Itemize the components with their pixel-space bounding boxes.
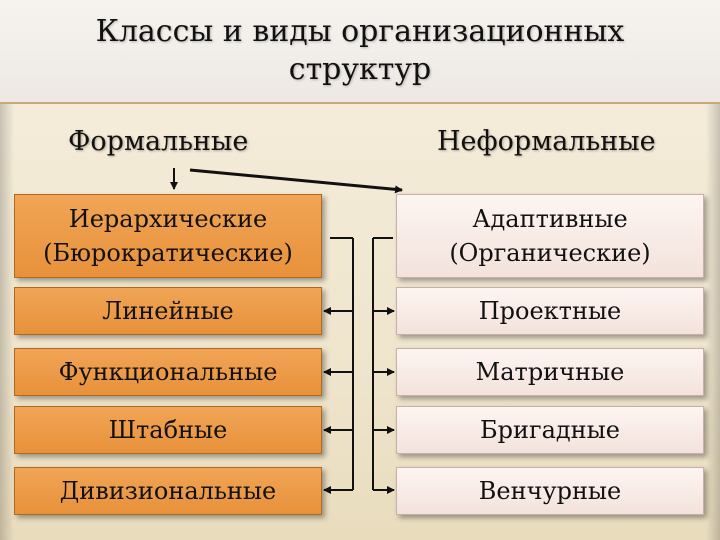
informal-box-matrix: Матричные	[396, 348, 704, 396]
formal-box-divisional: Дивизиональные	[14, 467, 322, 515]
formal-box-divisional-label: Дивизиональные	[59, 477, 277, 505]
formal-box-hierarchical: Иерархические (Бюрократические)	[14, 194, 322, 278]
informal-column-heading: Неформальные	[437, 126, 656, 157]
formal-box-staff-label: Штабные	[108, 416, 228, 444]
formal-box-hierarchical-line-1: Иерархические	[68, 205, 268, 233]
informal-box-brigade-label: Бригадные	[480, 416, 620, 444]
formal-box-hierarchical-line-2: (Бюрократические)	[43, 239, 293, 267]
page-title-line-1: Классы и виды организационных	[95, 14, 625, 49]
informal-box-brigade: Бригадные	[396, 406, 704, 454]
formal-to-informal-arrow	[189, 168, 403, 194]
informal-box-adaptive-line-1: Адаптивные	[472, 205, 628, 233]
formal-box-functional: Функциональные	[14, 348, 322, 396]
title-band: Классы и виды организационных структур	[0, 0, 720, 104]
informal-box-project: Проектные	[396, 287, 704, 335]
page-title-line-2: структур	[288, 52, 432, 87]
formal-box-linear-label: Линейные	[102, 297, 234, 325]
informal-box-venture: Венчурные	[396, 467, 704, 515]
informal-box-venture-label: Венчурные	[478, 477, 622, 505]
formal-box-functional-label: Функциональные	[58, 358, 278, 386]
informal-box-matrix-label: Матричные	[475, 358, 625, 386]
informal-box-adaptive-line-2: (Органические)	[449, 239, 651, 267]
informal-box-project-label: Проектные	[478, 297, 622, 325]
formal-column-heading: Формальные	[68, 126, 249, 157]
informal-box-adaptive: Адаптивные (Органические)	[396, 194, 704, 278]
formal-box-staff: Штабные	[14, 406, 322, 454]
formal-box-linear: Линейные	[14, 287, 322, 335]
